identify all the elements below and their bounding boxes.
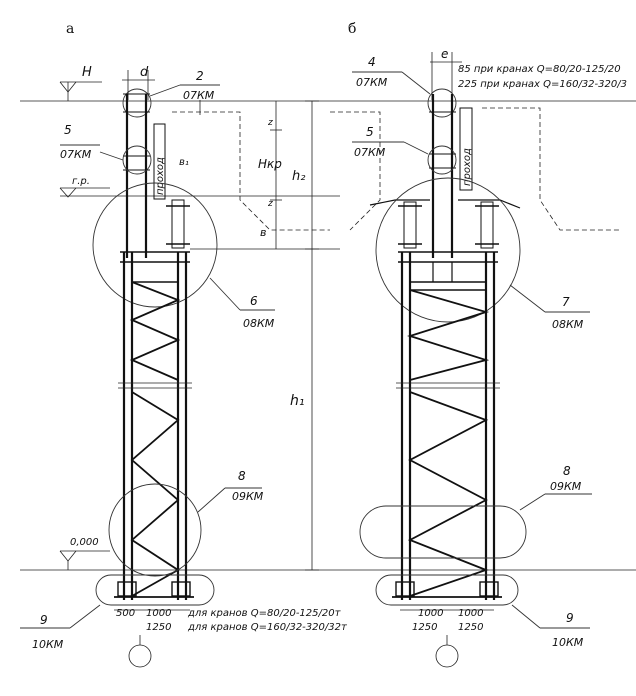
callout-a-2-num: 2 [196,69,204,83]
dim-b-1250-right: 1250 [458,622,483,633]
passage-b-label: проход [462,148,473,186]
panel-a-label: а [66,21,74,37]
callout-b-4-num: 4 [368,55,376,69]
dim-a-1250: 1250 [146,622,171,633]
lattice-lower-a [130,391,180,597]
axis-bubble-b [435,644,459,668]
callout-a-9-ref: 10КМ [32,638,64,651]
passage-a-label: проход [155,157,166,195]
crane-outline-a [172,111,330,231]
callout-b-8-num: 8 [563,464,571,478]
dim-b-1000-left: 1000 [418,608,443,619]
dim-b-1250-left: 1250 [412,622,437,633]
axis-bubble-a [128,644,152,668]
zero-level-mark: 0,000 [70,537,99,548]
z-top-mark: z [267,118,273,128]
callout-b-8-ref: 09КМ [550,480,582,493]
callout-circle-4 [427,88,457,118]
callout-b-7-ref: 08КМ [552,318,584,331]
dim-a-1000: 1000 [146,608,171,619]
callout-circle-5b [427,145,457,175]
crane-outline-b-left [330,111,381,231]
callout-b-7-num: 7 [562,295,570,309]
passage-a [153,123,166,200]
callout-rect-9a [95,574,215,606]
note-b-1: 85 при кранах Q=80/20-125/20 [458,64,621,75]
lattice-lower-b [407,391,489,597]
callout-a-5-num: 5 [64,123,72,137]
callout-circle-6 [92,182,218,308]
z-bottom-mark: z [267,199,273,209]
callout-circle-8a [108,483,202,577]
b-mark: в [260,226,266,239]
crane-girder-a [171,199,185,249]
callout-a-6-ref: 08КМ [243,317,275,330]
crane-outline-b-right [482,107,620,231]
callout-a-9-num: 9 [40,613,48,627]
e-mark: e [441,47,448,61]
lattice-upper-b [407,289,490,381]
callout-b-4-ref: 07КМ [356,76,388,89]
callout-b-5-ref: 07КМ [354,146,386,159]
callout-a-8-ref: 09КМ [232,490,264,503]
hkr-mark: Hкр [258,157,282,171]
lattice-upper-a [129,281,181,381]
callout-a-8-num: 8 [238,469,246,483]
dim-a-500: 500 [116,608,135,619]
callout-circle-2 [122,88,152,118]
note-b-2: 225 при кранах Q=160/32-320/3 [458,79,627,90]
crane-girder-b-right [480,201,494,249]
dim-b-1000-right: 1000 [458,608,483,619]
callout-a-2-ref: 07КМ [183,89,215,102]
callout-b-5-num: 5 [366,125,374,139]
callout-b-9-num: 9 [566,611,574,625]
callout-rect-9b [375,574,519,606]
callout-a-5-ref: 07КМ [60,148,92,161]
panel-b-label: б [348,21,356,37]
callout-rect-8b [359,505,527,559]
rail-level-mark: г.р. [72,176,90,187]
bottom-note-1: для кранов Q=80/20-125/20т [187,608,342,619]
callout-a-6-num: 6 [250,294,258,308]
callout-b-9-ref: 10КМ [552,636,584,649]
passage-b [459,107,473,191]
crane-girder-b-left [403,201,417,249]
h-level-mark: H [82,65,92,80]
h1-mark: h₁ [290,393,305,409]
h2-mark: h₂ [292,169,305,184]
bottom-note-2: для кранов Q=160/32-320/32т [187,622,348,633]
callout-circle-7 [375,177,521,323]
d-mark: d [140,65,149,80]
b1-mark: в₁ [179,157,189,168]
